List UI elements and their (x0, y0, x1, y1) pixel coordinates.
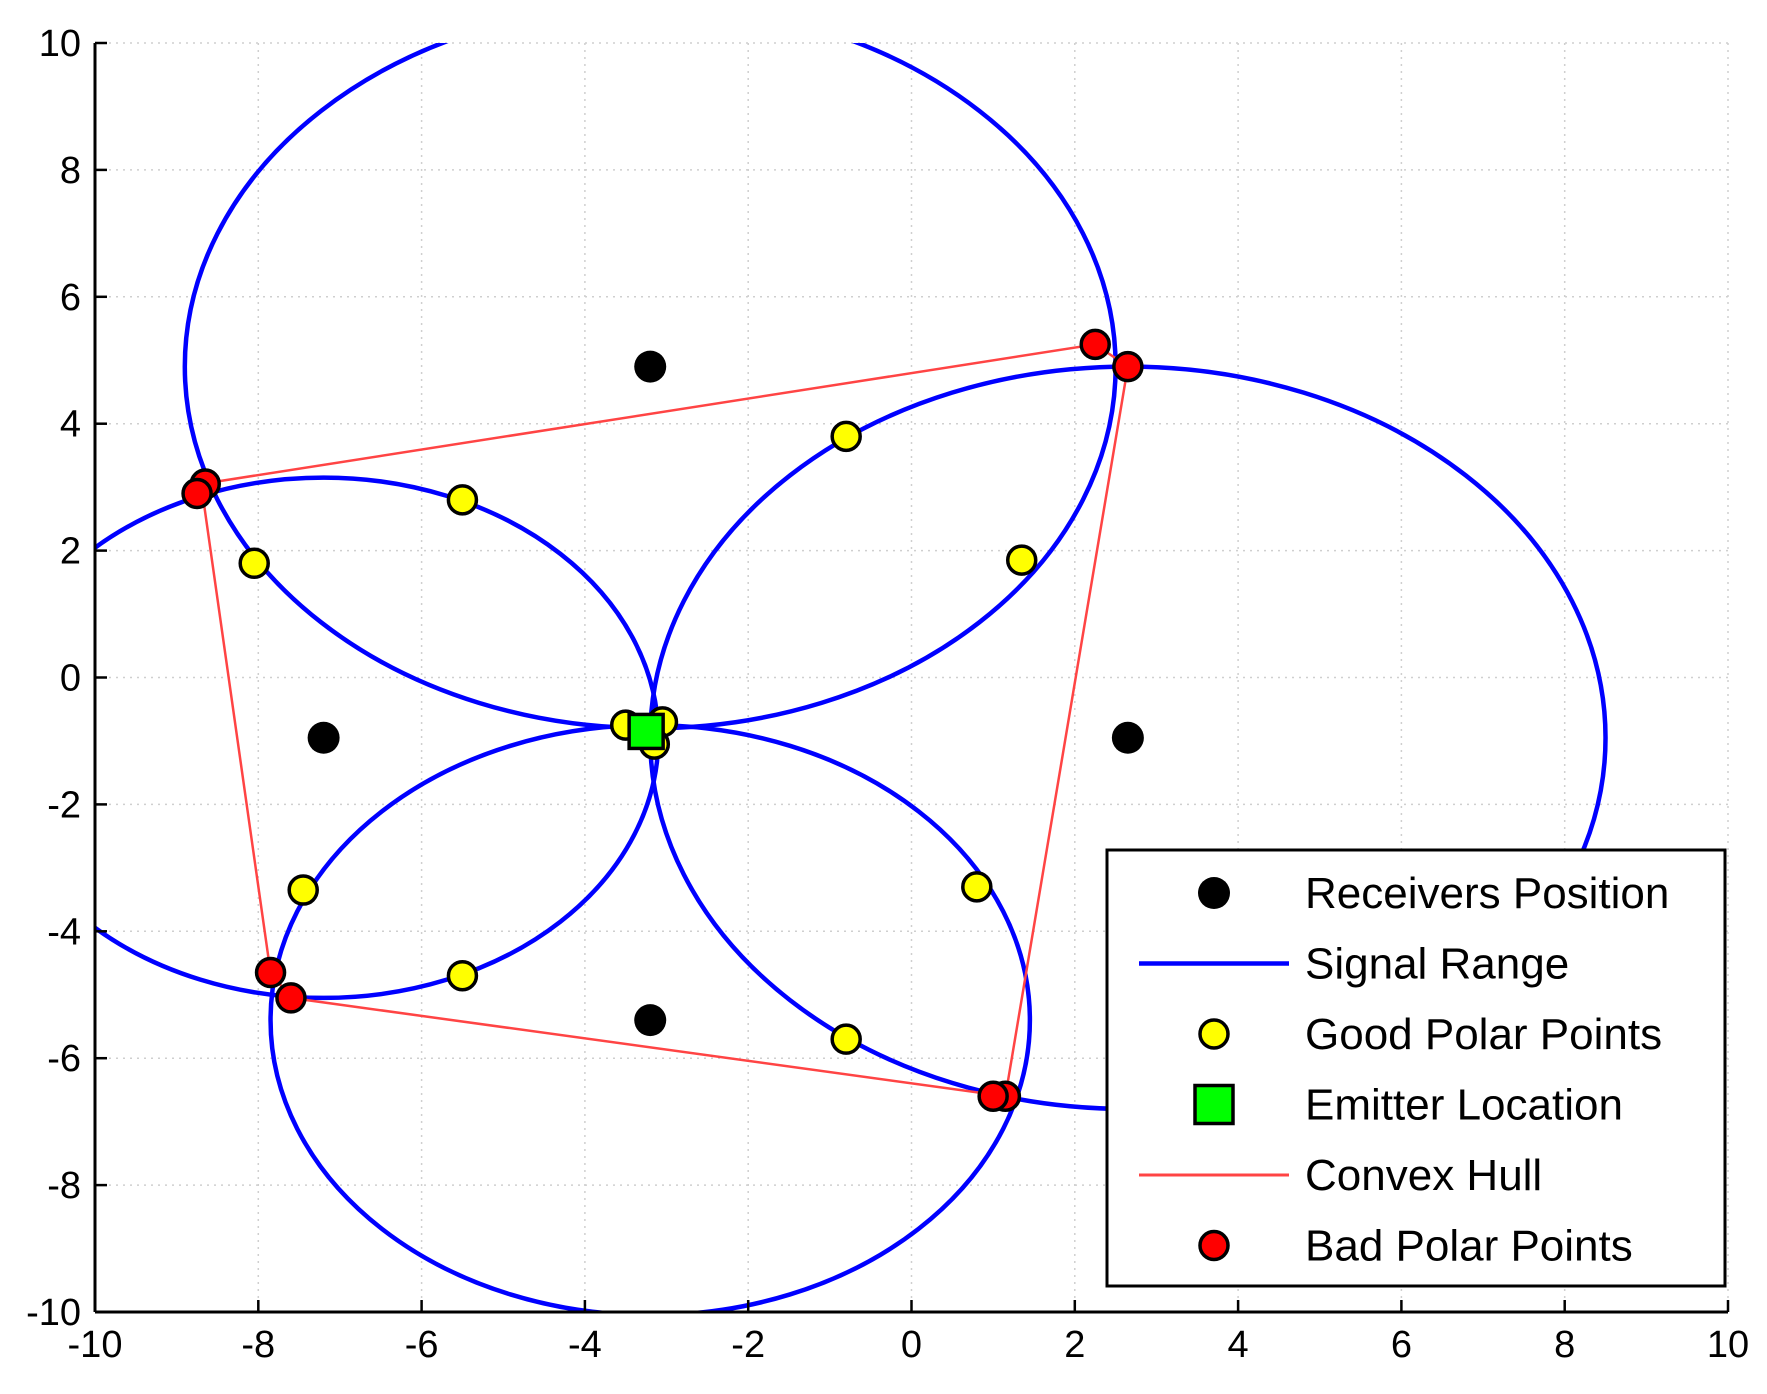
receiver-point (1111, 721, 1144, 754)
legend-symbol-bad-points (1198, 1229, 1230, 1262)
good-polar-point (830, 420, 862, 453)
y-tick-label: 6 (60, 277, 81, 319)
good-polar-point (238, 547, 270, 580)
y-tick-label: 0 (60, 658, 81, 700)
bad-polar-point (254, 956, 287, 989)
legend-label: Good Polar Points (1305, 1010, 1662, 1059)
axes: -10 -8 -6 -4 -2 0 2 4 6 8 10 -10 -8 -6 -4 -2 0 2 4 6 8 10 (26, 23, 1749, 1366)
x-tick-label: -6 (405, 1324, 439, 1366)
bad-polar-point (1112, 350, 1144, 383)
y-tick-label: 4 (60, 404, 81, 446)
legend-label: Signal Range (1305, 940, 1569, 989)
legend-box (1105, 848, 1727, 1288)
legend-label: Receivers Position (1305, 869, 1669, 918)
y-tick-label: -8 (47, 1165, 81, 1207)
x-tick-label: 6 (1391, 1324, 1412, 1366)
good-polar-point (961, 871, 993, 903)
y-tick-label: 10 (39, 23, 81, 65)
receiver-point (307, 721, 340, 754)
x-tick-label: -8 (241, 1324, 275, 1366)
bad-polar-point (275, 982, 307, 1014)
legend-label: Emitter Location (1305, 1081, 1623, 1130)
good-polar-point (830, 1023, 862, 1055)
y-tick-label: -2 (47, 784, 81, 826)
good-polar-point (446, 959, 479, 992)
y-tick-label: -6 (47, 1038, 81, 1080)
legend-label: Bad Polar Points (1305, 1222, 1633, 1271)
bad-polar-point (977, 1080, 1009, 1113)
y-tick-label: -4 (47, 911, 81, 953)
bad-polar-point (181, 477, 213, 510)
receiver-point (634, 1004, 667, 1037)
good-polar-point (1005, 544, 1038, 576)
legend-symbol-receivers (1198, 877, 1230, 909)
bad-polar-point (1079, 328, 1111, 361)
legend-label: Convex Hull (1305, 1151, 1542, 1200)
x-tick-label: 2 (1064, 1324, 1085, 1366)
good-polar-point (446, 484, 479, 516)
emitter-location-marker (627, 712, 665, 751)
x-tick-label: -4 (568, 1324, 602, 1366)
x-tick-label: 4 (1228, 1324, 1249, 1366)
y-tick-label: -10 (26, 1292, 81, 1334)
x-tick-label: 10 (1707, 1324, 1749, 1366)
legend-symbol-good-points (1198, 1018, 1230, 1050)
y-tick-label: 2 (60, 531, 81, 573)
legend-symbol-emitter (1193, 1083, 1235, 1126)
good-polar-point (287, 874, 319, 906)
x-tick-label: 8 (1554, 1324, 1575, 1366)
x-tick-label: 0 (901, 1324, 922, 1366)
x-tick-label: -2 (731, 1324, 765, 1366)
y-tick-label: 8 (60, 150, 81, 192)
receiver-point (634, 350, 667, 383)
x-tick-label: -10 (68, 1324, 123, 1366)
